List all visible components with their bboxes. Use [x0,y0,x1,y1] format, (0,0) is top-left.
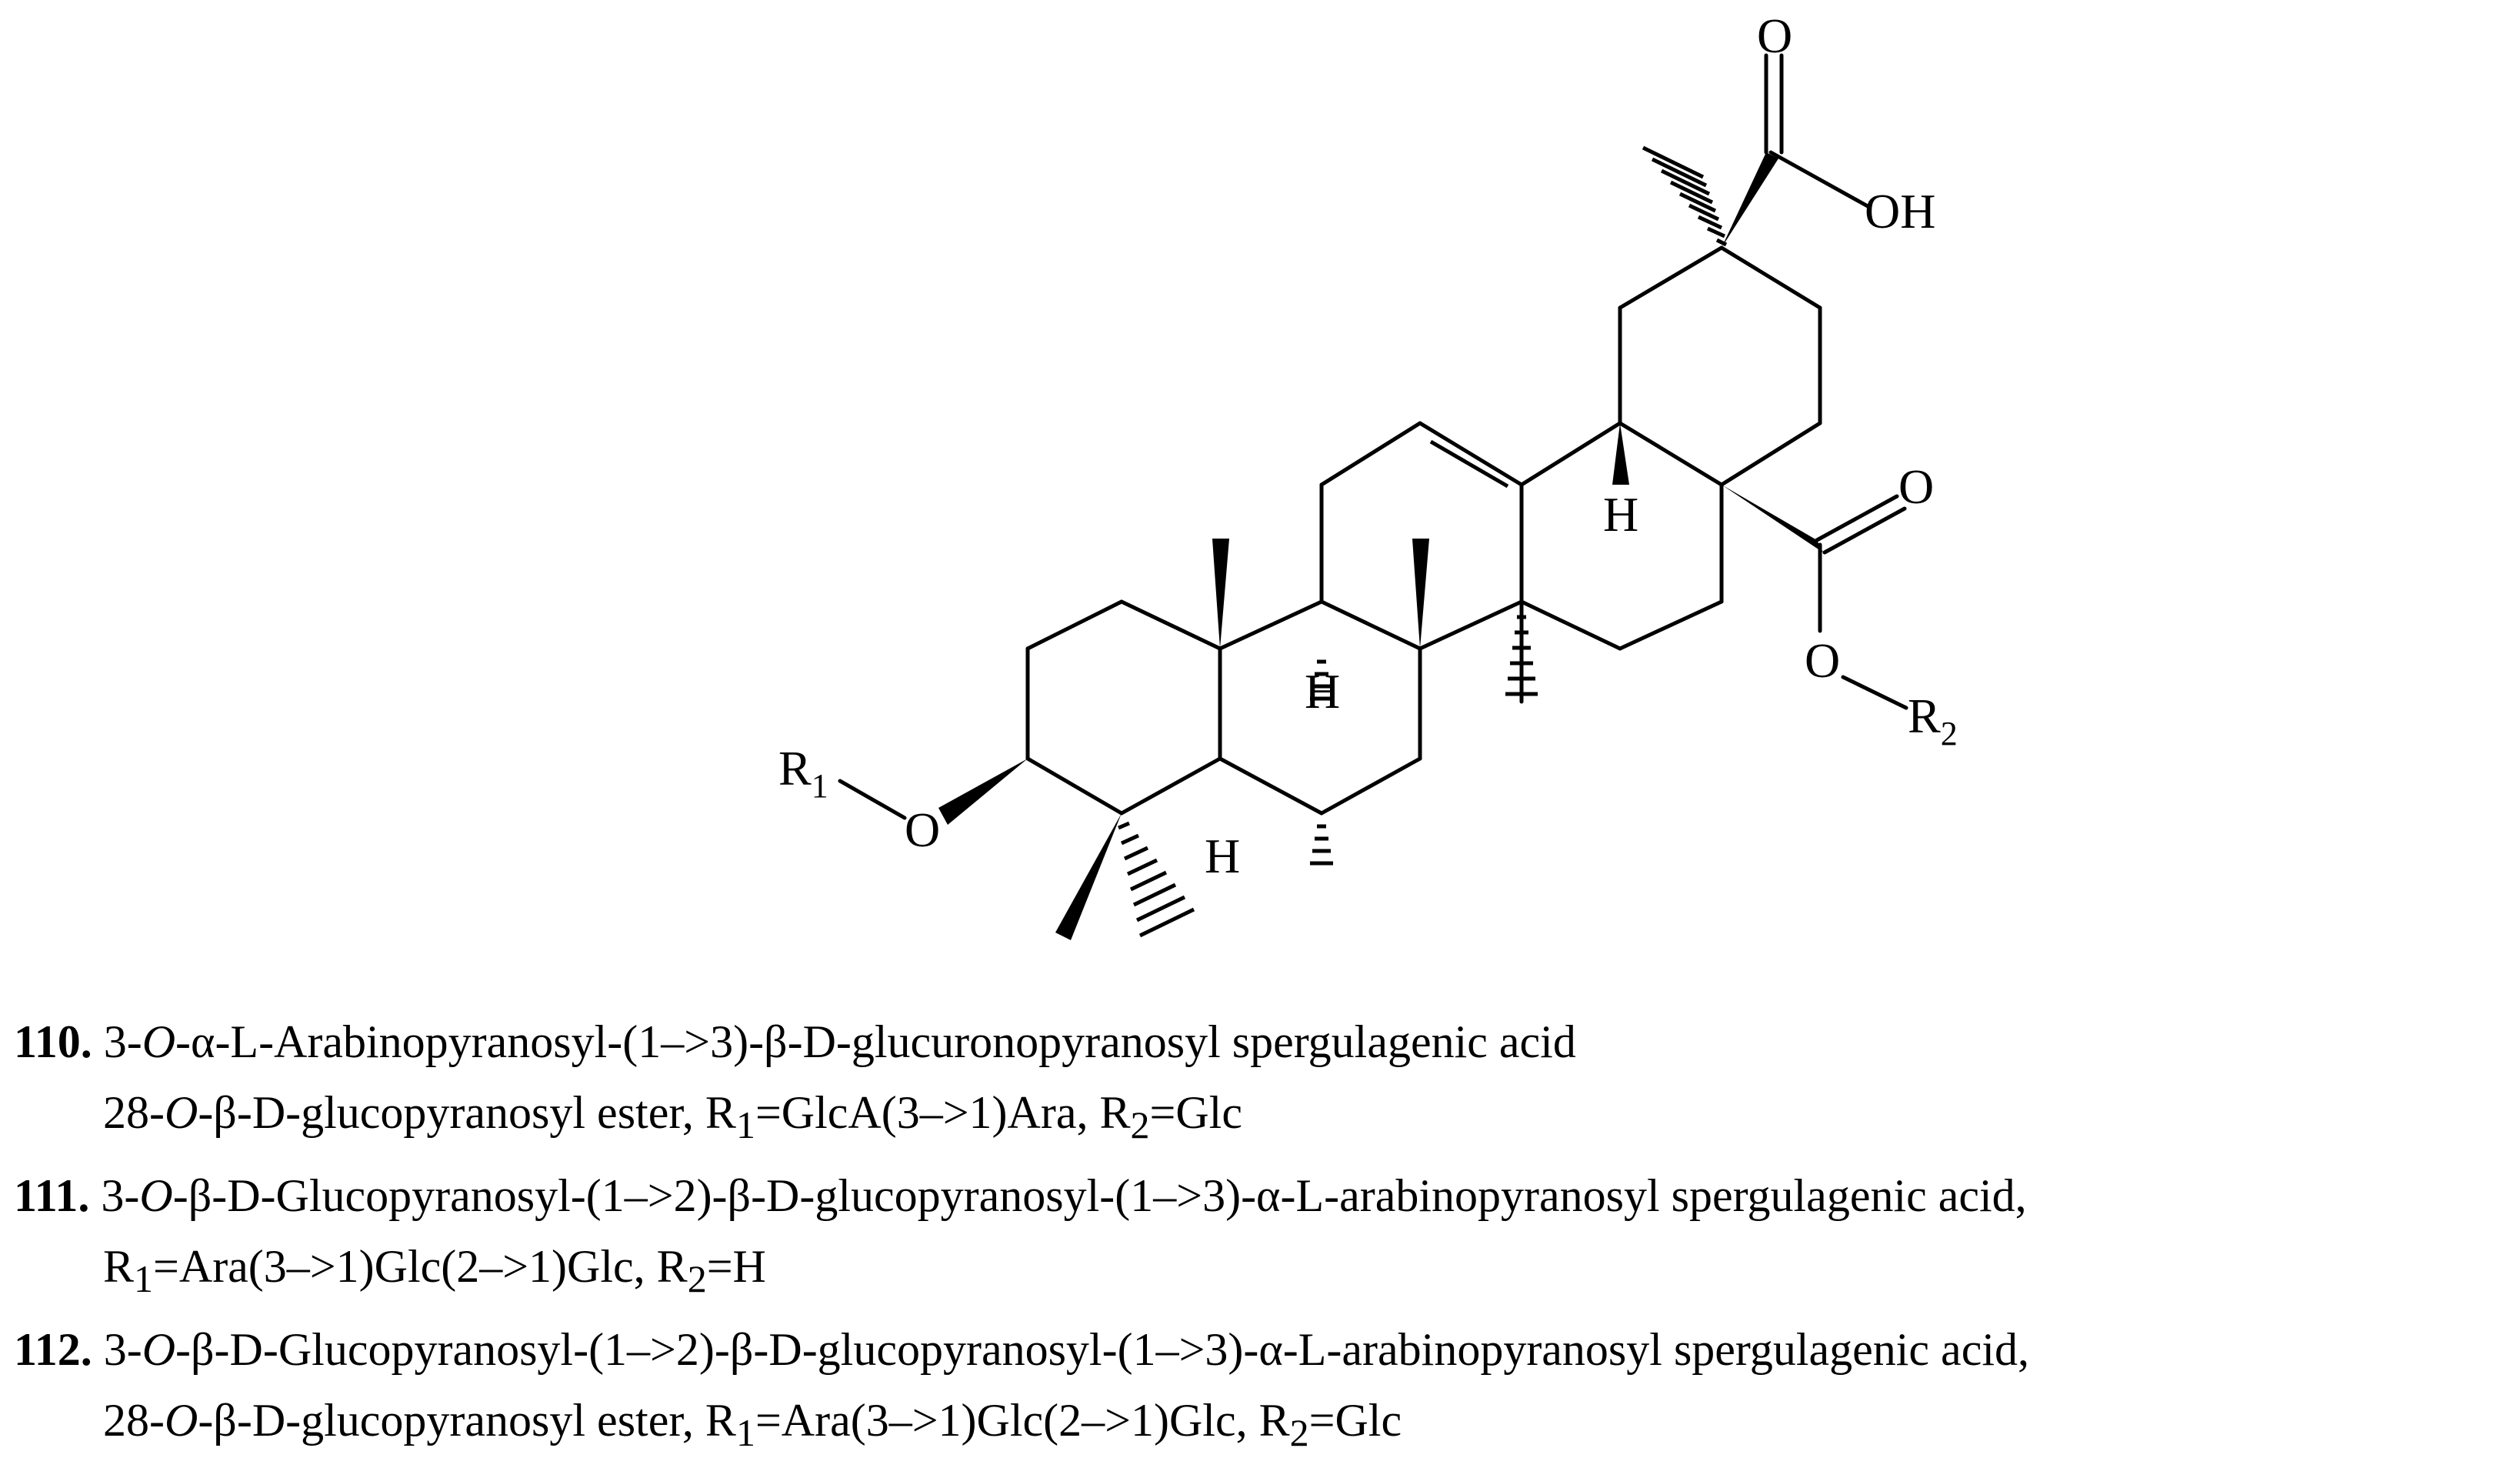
r2-subscript: 2 [1289,1411,1309,1454]
double-bond-inner [1429,439,1509,489]
h-label-c18: H [1603,487,1638,542]
line2-italic: O [164,1395,198,1446]
r1-subscript: 1 [735,1411,755,1454]
compound-substituents-line: 28-O-β-D-glucopyranosyl ester, R1=GlcA(3… [14,1077,2514,1160]
r2-value: =H [706,1241,766,1292]
name-prefix: 3- [89,1170,140,1221]
r1-value: =Ara(3–>1)Glc(2–>1)Glc, R [755,1395,1290,1446]
compound-substituents-line: 28-O-β-D-glucopyranosyl ester, R1=Ara(3–… [14,1385,2514,1468]
r2-subscript: 2 [1130,1103,1150,1146]
line2-text: -β-D-glucopyranosyl ester, R [198,1395,736,1446]
line2-prefix: 28- [103,1087,165,1138]
compound-name-line: 110. 3-O-α-L-Arabinopyranosyl-(1–>3)-β-D… [14,1006,2514,1077]
name-italic: O [142,1324,176,1375]
name-text: -β-D-Glucopyranosyl-(1–>2)-β-D-glucopyra… [172,1170,2027,1221]
compound-substituents-line: R1=Ara(3–>1)Glc(2–>1)Glc, R2=H [14,1231,2514,1314]
carbonyl-oxygen-acid: O [1757,8,1792,63]
single-bonds [838,53,1908,820]
ester-oxygen: O [1805,633,1840,688]
compound-entry: 110. 3-O-α-L-Arabinopyranosyl-(1–>3)-β-D… [14,1006,2514,1160]
h-label-c9: H [1305,664,1340,719]
r1-value: =GlcA(3–>1)Ara, R [755,1087,1131,1138]
name-prefix: 3- [92,1324,142,1375]
name-italic: O [142,1016,176,1067]
wedge-bonds [938,152,1823,940]
r2-subscript: 2 [687,1257,707,1300]
r1-subscript: 1 [134,1257,154,1300]
hashed-bonds [1118,145,1728,938]
chemical-structure: O OH O O R2 R1 O H H H [778,8,1958,940]
line2-text: -β-D-glucopyranosyl ester, R [198,1087,736,1138]
atom-labels: O OH O O R2 R1 O H H H [778,8,1958,883]
compound-entry: 111. 3-O-β-D-Glucopyranosyl-(1–>2)-β-D-g… [14,1160,2514,1314]
r2-value: =Glc [1308,1395,1402,1446]
name-prefix: 3- [92,1016,142,1067]
compound-legend: 110. 3-O-α-L-Arabinopyranosyl-(1–>3)-β-D… [14,1006,2514,1468]
carbonyl-oxygen-ester: O [1898,459,1934,514]
compound-entry: 112. 3-O-β-D-Glucopyranosyl-(1–>2)-β-D-g… [14,1314,2514,1468]
compound-number: 112. [14,1324,92,1375]
r1-label: R1 [778,741,828,805]
hydroxyl-label: OH [1865,184,1935,239]
h-label-c5: H [1205,829,1240,883]
name-text: -β-D-Glucopyranosyl-(1–>2)-β-D-glucopyra… [175,1324,2029,1375]
compound-name-line: 112. 3-O-β-D-Glucopyranosyl-(1–>2)-β-D-g… [14,1314,2514,1385]
c3-oxygen: O [905,802,940,857]
name-italic: O [139,1170,173,1221]
line2-r: R [103,1241,135,1292]
line2-italic: O [164,1087,198,1138]
r2-label: R2 [1908,689,1958,752]
compound-number: 111. [14,1170,90,1221]
compound-name-line: 111. 3-O-β-D-Glucopyranosyl-(1–>2)-β-D-g… [14,1160,2514,1231]
line2-prefix: 28- [103,1395,165,1446]
r1-value: =Ara(3–>1)Glc(2–>1)Glc, R [153,1241,688,1292]
r2-value: =Glc [1149,1087,1242,1138]
r1-subscript: 1 [735,1103,755,1146]
compound-number: 110. [14,1016,92,1067]
name-text: -α-L-Arabinopyranosyl-(1–>3)-β-D-glucuro… [175,1016,1576,1067]
